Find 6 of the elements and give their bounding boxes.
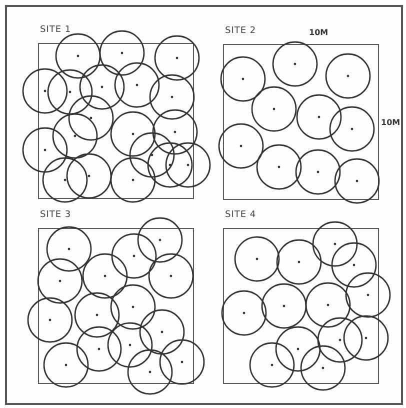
site-label: SITE 3 [40,210,72,221]
site-label: SITE 2 [225,26,256,37]
dimension-label: 10M [381,118,400,128]
dimension-label: 10M [309,28,328,38]
site-label: SITE 1 [40,25,72,36]
site-label: SITE 4 [225,210,256,221]
